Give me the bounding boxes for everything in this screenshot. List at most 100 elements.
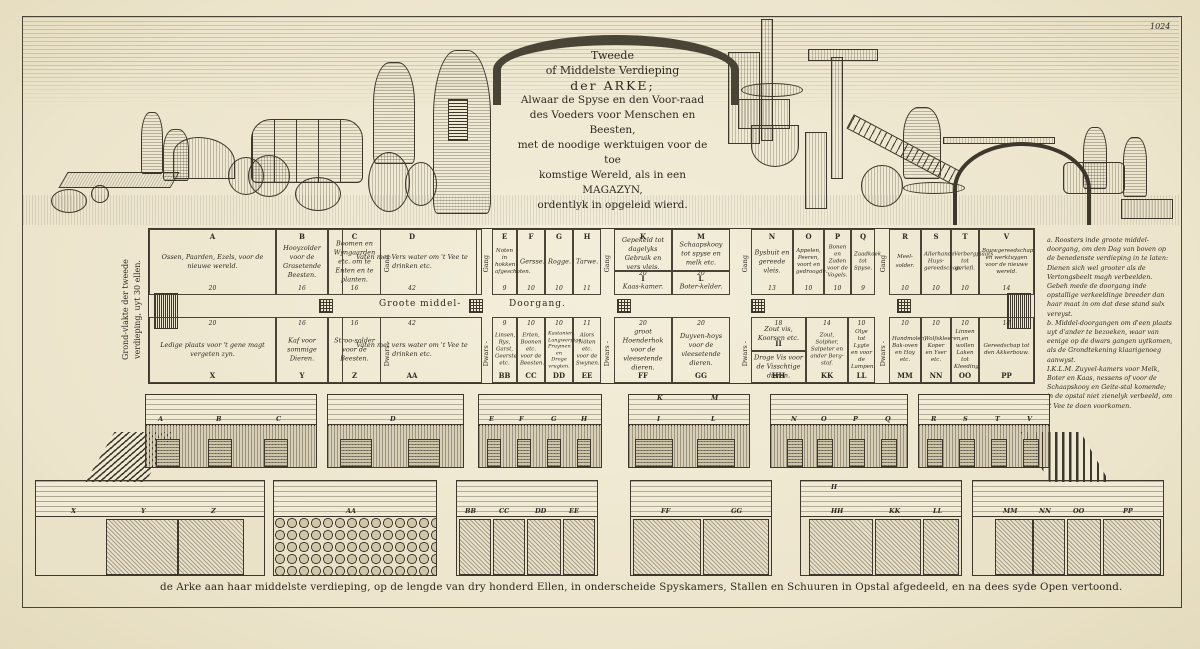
cartouche-line: des Voeders voor Menschen en Beesten,	[529, 109, 696, 136]
plan-legend: a. Roosters inde groote middel-doorgang,…	[1047, 236, 1173, 411]
doorway	[881, 439, 897, 467]
drum-icon	[738, 99, 790, 129]
roof-FFGG	[630, 480, 772, 518]
building-MMPP: MM NN OO PP	[972, 507, 1164, 576]
doorway	[991, 439, 1007, 467]
room-KK: 14 Zout, Solpher, Salpeter en ander Berg…	[806, 317, 848, 383]
doorway	[487, 439, 501, 467]
storage-bay	[178, 519, 244, 575]
dwars-label: Dwars -	[741, 341, 749, 367]
bottom-caption: de Arke aan haar middelste verdieping, o…	[160, 581, 1123, 593]
cartouche-title: der ARKE;	[570, 78, 655, 93]
perspective-view: A B C D E F G H K M I	[30, 392, 1170, 582]
craftsman-figure	[903, 107, 941, 179]
room-E: E Noten in hokken afgeschoten. 9	[492, 229, 531, 295]
room-S: S Allerhande Huys-gereedschap. 10	[921, 229, 961, 295]
storage-bay	[563, 519, 595, 575]
building-XYZ: X Y Z	[35, 507, 265, 576]
barrel-doorway	[408, 439, 440, 467]
storage-bay	[809, 519, 873, 575]
worker-figure	[141, 112, 163, 174]
storage-bay	[527, 519, 561, 575]
storage-bay	[1103, 519, 1161, 575]
barrel-doorway	[340, 439, 372, 467]
roof-ABC	[145, 394, 317, 426]
funnel-icon	[751, 125, 799, 167]
roof-IL: K M	[628, 394, 750, 426]
building-ABC: A B C	[145, 415, 317, 468]
storage-bay	[1067, 519, 1101, 575]
doorway	[817, 439, 833, 467]
building-FFGG: FF GG	[630, 507, 772, 576]
doorway	[577, 439, 591, 467]
bales-icon	[1063, 162, 1125, 194]
sack-icon	[51, 189, 87, 213]
roof-RSTV	[918, 394, 1050, 426]
doorway	[959, 439, 975, 467]
jar-icon	[295, 177, 341, 211]
storage-bay	[1033, 519, 1065, 575]
woman-figure	[1083, 127, 1107, 189]
cartouche-line: Tweede	[591, 49, 634, 62]
storage-bay	[923, 519, 959, 575]
doorway	[264, 439, 288, 467]
room-X: 20 Ledige plaats voor 't gene magt verge…	[149, 317, 276, 383]
room-DD: 10 Kastanien, Langwerpige Pruymen en Dro…	[545, 317, 581, 383]
room-L: L Boter-kelder.	[672, 271, 730, 295]
doorway	[787, 439, 803, 467]
roof-EFGH	[478, 394, 602, 426]
room-R: R Meel-solder. 10	[889, 229, 921, 295]
plate-border	[22, 16, 1182, 608]
room-T: T Verbergplaats tot geriefl. 10	[951, 229, 993, 295]
room-H: H Tarwe. 11	[573, 229, 601, 295]
building-BBEE: BB CC DD EE	[456, 507, 598, 576]
roof-BBEE	[456, 480, 598, 518]
room-P: P Bonen en Zaden voor de Vogels. 10	[824, 229, 851, 295]
room-NN: 10 Wolfskleeren, Koper en Yser etc. NN	[921, 317, 962, 383]
building-IL: I L	[628, 415, 750, 468]
building-D: D	[327, 415, 464, 468]
storage-bay	[995, 519, 1033, 575]
corridor-label-left: Groote middel-	[379, 299, 462, 309]
gallows-post-icon	[831, 57, 843, 179]
room-I: I Kaas-kamer.	[614, 271, 672, 295]
room-K: K Gepekeld tot dagelyks Gebruik en vers …	[614, 229, 672, 277]
building-RSTV: R S T V	[918, 415, 1050, 468]
room-PP: 14 Gereedschap tot den Akkerbouw. PP	[979, 317, 1034, 383]
grate-icon	[897, 299, 911, 313]
room-GG: 20 Duyven-hoys voor de vleesetende diere…	[672, 317, 730, 383]
room-F: F Gersse. 10	[517, 229, 545, 295]
roof-HHLL: II	[800, 480, 962, 518]
grate-icon	[617, 299, 631, 313]
room-HH: Droge Vis voor de Visschtige dieren. HH	[751, 351, 806, 383]
top-illustration	[23, 17, 1179, 225]
haystack-icon	[173, 137, 235, 179]
gang-label: Gang	[603, 255, 611, 273]
gang-label: Gang	[879, 255, 887, 273]
cartouche-line: of Middelste Verdieping	[545, 64, 680, 77]
room-BB: 9 Linsen, Rys, Garst, Geerste etc. BB	[492, 317, 517, 383]
page-number: 1024	[1150, 22, 1170, 31]
dwars-label: Dwars -	[482, 341, 490, 367]
room-N: N Bysbuit en gereede vleis. 13	[751, 229, 793, 295]
plough-icon	[903, 182, 965, 194]
floor-plan: A Ossen, Paarden, Ezels, voor de nieuwe …	[148, 228, 1035, 384]
stairs-right-icon	[1007, 293, 1031, 329]
room-Q: Q Zaadkoek tot Spyse. 9	[851, 229, 881, 295]
doorway	[849, 439, 865, 467]
legend-note-a: a. Roosters inde groote middel-doorgang,…	[1047, 236, 1169, 318]
wheel-icon	[861, 165, 903, 207]
building-HHLL: HH KK LL	[800, 507, 962, 576]
tablet-icon	[448, 99, 468, 141]
room-O: O Appelen, Peeren, voort en gedroogde. 1…	[793, 229, 828, 295]
room-B: B Hooyzolder voor de Grasetende Beesten.…	[276, 229, 328, 295]
storage-bay	[106, 519, 178, 575]
cart-icon	[58, 172, 180, 188]
room-A: A Ossen, Paarden, Ezels, voor de nieuwe …	[149, 229, 276, 295]
dovecote-bay	[703, 519, 769, 575]
cartouche-line: komstige Wereld, als in een MAGAZYN,	[538, 169, 686, 196]
gang-label: Gang	[741, 255, 749, 273]
cartouche-line: Alwaar de Spyse en den Voor-raad	[520, 94, 705, 106]
grate-icon	[751, 299, 765, 313]
legend-note-b: b. Middel-doorgangen om d'een plaats uyt…	[1047, 318, 1173, 364]
